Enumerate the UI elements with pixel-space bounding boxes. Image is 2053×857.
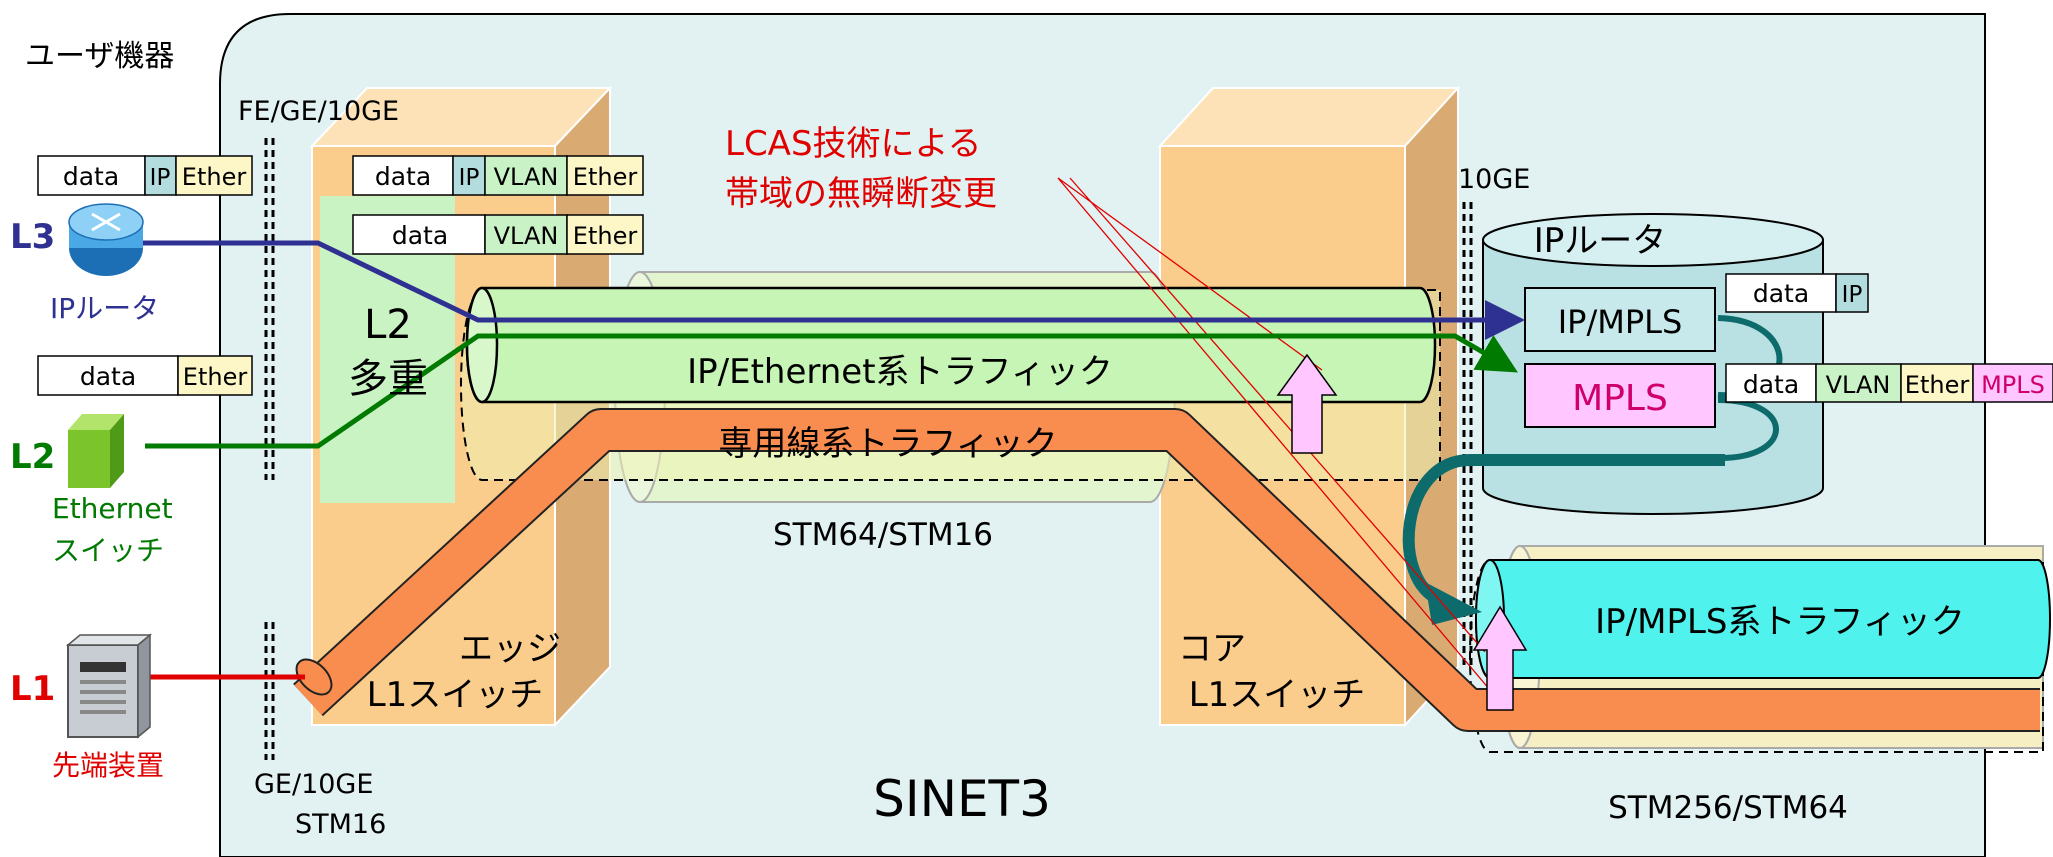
l3-route-line <box>140 240 1525 340</box>
interface-label-bottom-left-1: GE/10GE <box>254 769 373 800</box>
edge-switch-label-2: L1スイッチ <box>367 675 544 715</box>
ip-mpls-box-label: IP/MPLS <box>1558 303 1683 341</box>
right-link-label: STM256/STM64 <box>1608 790 1848 826</box>
interface-label-bottom-left-2: STM16 <box>295 809 386 840</box>
l2-device-label-1: Ethernet <box>52 492 173 525</box>
pink-up-arrow-right <box>1472 605 1528 711</box>
ip-mpls-traffic-label: IP/MPLS系トラフィック <box>1595 602 1965 642</box>
core-switch-label-1: コア <box>1178 629 1246 669</box>
frame-router-ip-data: data <box>1753 279 1809 308</box>
frame-edge-l3-ether: Ether <box>573 163 638 191</box>
frame-edge-l3-data: data <box>375 162 431 191</box>
l2-device-label-2: スイッチ <box>52 534 164 567</box>
lcas-note-2: 帯域の無瞬断変更 <box>725 174 997 214</box>
frame-edge-l2 <box>352 214 644 255</box>
middle-link-label: STM64/STM16 <box>773 517 993 553</box>
frame-router-mpls-mpls: MPLS <box>1981 371 2045 399</box>
frame-user-l3-ether: Ether <box>182 163 247 191</box>
frame-router-mpls-ether: Ether <box>1905 371 1970 399</box>
l2-mux-label-2: 多重 <box>348 356 428 402</box>
virtual-pipe-outline-right <box>1469 559 2044 753</box>
frame-user-l2-data: data <box>80 362 136 391</box>
frame-edge-l2-vlan: VLAN <box>494 222 559 250</box>
frame-edge-l2-data: data <box>392 221 448 250</box>
frame-router-mpls <box>1725 363 2053 403</box>
l3-tag: L3 <box>10 217 55 257</box>
l3-device-label: IPルータ <box>50 292 159 325</box>
l2-tag: L2 <box>10 437 55 477</box>
network-name: SINET3 <box>873 770 1051 828</box>
interface-label-right: 10GE <box>1458 164 1530 195</box>
frame-user-l2-ether: Ether <box>183 363 248 391</box>
terminal-server-icon <box>65 633 153 739</box>
teal-arrow-down <box>1402 454 1725 606</box>
l2-mux-label-1: L2 <box>364 302 412 348</box>
frame-router-ip <box>1725 273 1869 313</box>
mpls-box-label: MPLS <box>1572 378 1668 419</box>
interface-label-top-left: FE/GE/10GE <box>238 96 399 127</box>
ip-mpls-box <box>1524 287 1716 352</box>
frame-edge-l3 <box>352 155 644 196</box>
frame-user-l3-ip: IP <box>150 165 171 191</box>
l1-tag: L1 <box>10 669 55 709</box>
mpls-box <box>1524 363 1716 428</box>
ip-ethernet-traffic-label: IP/Ethernet系トラフィック <box>687 352 1113 392</box>
frame-edge-l2-ether: Ether <box>573 222 638 250</box>
frame-user-l2 <box>37 355 253 396</box>
l1-device-label: 先端装置 <box>52 749 164 782</box>
ip-router-title: IPルータ <box>1534 221 1667 261</box>
frame-router-ip-ip: IP <box>1842 282 1863 308</box>
edge-switch-label-1: エッジ <box>459 629 561 669</box>
leased-line-traffic-label: 専用線系トラフィック <box>718 424 1057 464</box>
router-icon <box>68 203 144 276</box>
core-switch-label-2: L1スイッチ <box>1189 675 1366 715</box>
user-equipment-label: ユーザ機器 <box>25 39 174 74</box>
ethernet-switch-icon <box>68 414 124 488</box>
frame-user-l3-data: data <box>63 162 119 191</box>
frame-user-l3 <box>37 155 253 196</box>
frame-edge-l3-vlan: VLAN <box>494 163 559 191</box>
leased-line-pipe <box>293 408 2040 732</box>
l2-route-line <box>145 333 1518 449</box>
pink-up-arrow-middle <box>1276 353 1338 454</box>
lcas-note-1: LCAS技術による <box>725 124 982 164</box>
frame-edge-l3-ip: IP <box>459 165 480 191</box>
frame-router-mpls-vlan: VLAN <box>1826 371 1891 399</box>
frame-router-mpls-data: data <box>1743 370 1799 399</box>
